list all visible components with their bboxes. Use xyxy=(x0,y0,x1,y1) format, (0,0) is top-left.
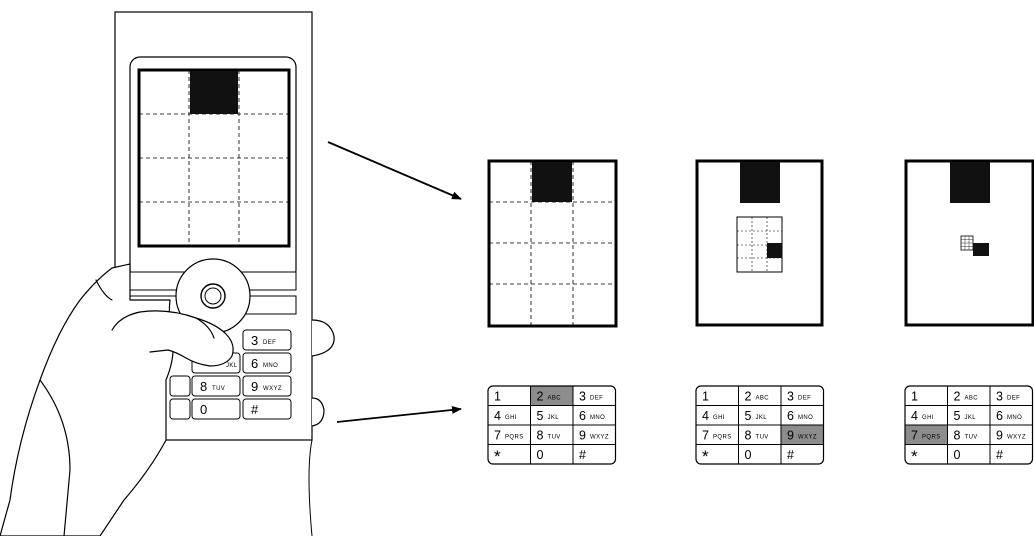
svg-text:9: 9 xyxy=(251,379,258,394)
keypad-key-letters: ABC xyxy=(756,396,770,402)
keypad-key-5: 5 xyxy=(745,409,752,423)
keypad-key-letters: WXYZ xyxy=(1007,435,1026,441)
pressed-key-highlight xyxy=(530,386,573,406)
selected-cell xyxy=(973,243,989,256)
svg-text:WXYZ: WXYZ xyxy=(263,386,282,392)
screen-arrow xyxy=(327,141,462,200)
keypad-key-7: 7 xyxy=(494,429,501,443)
viewport-marker xyxy=(950,162,990,203)
keypad-key-4: 4 xyxy=(494,409,501,423)
keypad-key-4: 4 xyxy=(702,409,709,423)
keypad-key-hash: # xyxy=(996,448,1003,462)
keypad-key-9: 9 xyxy=(579,429,586,443)
keypad-key-2: 2 xyxy=(954,390,961,404)
keypad-key-9: 9 xyxy=(996,429,1003,443)
keypad-key-letters: GHI xyxy=(922,415,934,421)
keypad-key-letters: DEF xyxy=(590,396,603,402)
keypad-key-letters: TUV xyxy=(548,435,561,441)
keypad-key-letters: WXYZ xyxy=(798,435,817,441)
hand-illustration xyxy=(0,263,335,536)
keypad-key-3: 3 xyxy=(787,390,794,404)
viewport-marker xyxy=(190,71,238,114)
keypad-key-6: 6 xyxy=(579,409,586,423)
svg-text:TUV: TUV xyxy=(212,386,225,392)
keypad-key-letters: MNO xyxy=(1007,415,1022,421)
svg-text:#: # xyxy=(251,402,259,417)
keypad-key-7: 7 xyxy=(911,429,918,443)
keypad-key-letters: GHI xyxy=(505,415,517,421)
keypad-key-letters: JKL xyxy=(756,415,768,421)
viewport-marker xyxy=(740,162,780,203)
keypad-key-1: 1 xyxy=(911,390,918,404)
keypad-key-8: 8 xyxy=(745,429,752,443)
keypad-key-0: 0 xyxy=(537,448,544,462)
keypad-key-letters: PQRS xyxy=(922,435,941,441)
pressed-key-highlight xyxy=(781,425,824,445)
svg-text:8: 8 xyxy=(200,379,207,394)
keypad-key-letters: MNO xyxy=(798,415,813,421)
keypad-key-5: 5 xyxy=(537,409,544,423)
keypad-key-6: 6 xyxy=(787,409,794,423)
keypad-key-letters: GHI xyxy=(713,415,725,421)
svg-text:JKL: JKL xyxy=(226,363,238,369)
keypad-key-0: 0 xyxy=(954,448,961,462)
keypad-key-letters: PQRS xyxy=(713,435,732,441)
keypad-key-letters: DEF xyxy=(798,396,811,402)
subgrid xyxy=(960,235,989,256)
keypad-key-letters: ABC xyxy=(965,396,979,402)
keypad-key-hash: # xyxy=(579,448,586,462)
phone-lower-edge xyxy=(308,439,313,536)
phone-screen xyxy=(137,68,291,248)
keypad-key-7: 7 xyxy=(702,429,709,443)
stage-keypads: 1 2 ABC 3 DEF 4 GHI 5 JKL 6 MNO 7 PQRS 8 TUV 9 WXYZ * 0 #1 2… xyxy=(487,385,1034,466)
zoom-screen-stage-2 xyxy=(695,159,824,327)
keypad-key-9: 9 xyxy=(787,429,794,443)
keypad-key-letters: ABC xyxy=(548,396,562,402)
keypad-key-letters: TUV xyxy=(965,435,978,441)
keypad-key-letters: JKL xyxy=(548,415,560,421)
keypad-key-letters: PQRS xyxy=(505,435,524,441)
keypad-key-2: 2 xyxy=(537,390,544,404)
keypad-key-1: 1 xyxy=(494,390,501,404)
keypad-stage-2: 1 2 ABC 3 DEF 4 GHI 5 JKL 6 MNO 7 PQRS 8 TUV 9 WXYZ * 0 # xyxy=(695,385,825,466)
keypad-key-star: * xyxy=(702,447,709,466)
keypad-key-letters: DEF xyxy=(1007,396,1020,402)
keypad-stage-3: 1 2 ABC 3 DEF 4 GHI 5 JKL 6 MNO 7 PQRS 8 TUV 9 WXYZ * 0 # xyxy=(904,385,1034,466)
svg-text:MNO: MNO xyxy=(263,363,278,369)
keypad-key-0: 0 xyxy=(745,448,752,462)
keypad-key-3: 3 xyxy=(996,390,1003,404)
keypad-arrow xyxy=(336,405,462,423)
nav-pad xyxy=(175,258,251,334)
keypad-key-4: 4 xyxy=(911,409,918,423)
keypad-key-hash: # xyxy=(787,448,794,462)
keypad-key-1: 1 xyxy=(702,390,709,404)
phone-illustration: 3 DEF JKL 6 MNO 8 TUV 9 WXYZ 0 # xyxy=(0,11,335,536)
keypad-key-star: * xyxy=(911,447,918,466)
keypad-key-8: 8 xyxy=(954,429,961,443)
keypad-key-2: 2 xyxy=(745,390,752,404)
phone-keypad-labels: 3 DEF JKL 6 MNO 8 TUV 9 WXYZ 0 # xyxy=(200,333,282,417)
keypad-stage-1: 1 2 ABC 3 DEF 4 GHI 5 JKL 6 MNO 7 PQRS 8 TUV 9 WXYZ * 0 # xyxy=(487,385,617,466)
keypad-key-3: 3 xyxy=(579,390,586,404)
zoom-screen-stage-3 xyxy=(904,159,1034,327)
svg-text:DEF: DEF xyxy=(263,340,276,346)
keypad-key-star: * xyxy=(494,447,501,466)
keypad-key-letters: TUV xyxy=(756,435,769,441)
keypad-key-letters: JKL xyxy=(965,415,977,421)
keypad-key-8: 8 xyxy=(537,429,544,443)
svg-text:0: 0 xyxy=(200,402,207,417)
zoom-screen-stage-1 xyxy=(487,159,618,328)
keypad-key-5: 5 xyxy=(954,409,961,423)
keypad-key-letters: MNO xyxy=(590,415,605,421)
viewport-marker xyxy=(532,162,572,202)
selected-cell xyxy=(767,243,782,258)
subgrid xyxy=(736,216,783,273)
keypad-key-6: 6 xyxy=(996,409,1003,423)
svg-text:3: 3 xyxy=(251,333,258,348)
svg-text:6: 6 xyxy=(251,356,258,371)
keypad-key-letters: WXYZ xyxy=(590,435,609,441)
pressed-key-highlight xyxy=(905,425,948,445)
